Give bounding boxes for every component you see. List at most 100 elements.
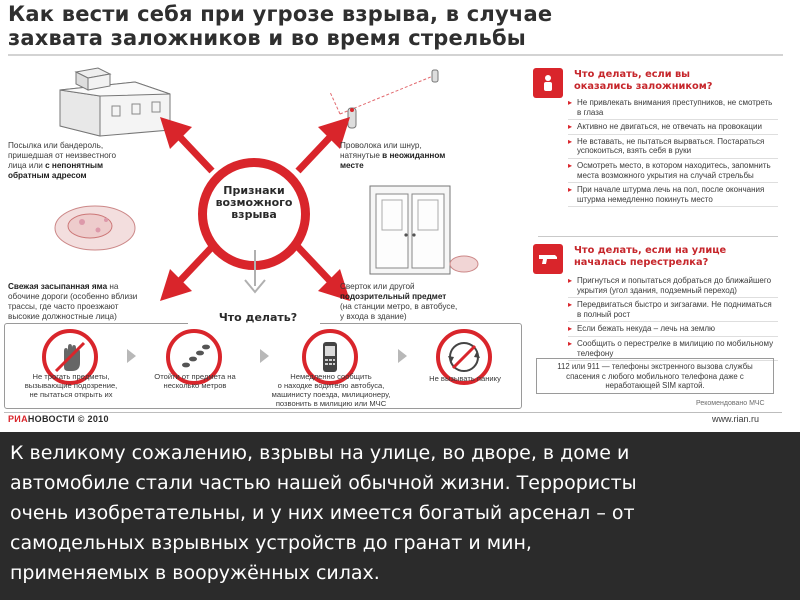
shooting-section-header: Что делать, если на улице началась перес… xyxy=(528,240,778,280)
caption-line: очень изобретательны, и у них имеется бо… xyxy=(10,502,635,524)
step-line: вызывающие подозрение, xyxy=(24,381,118,390)
dug-pit-icon xyxy=(54,205,136,251)
step-line: несколько метров xyxy=(163,381,227,390)
down-arrow-icon xyxy=(244,250,266,294)
list-item: При начале штурма лечь на пол, после око… xyxy=(568,185,778,208)
sign-line-text: лица или xyxy=(8,161,46,170)
title-line: захвата заложников и во время стрельбы xyxy=(8,26,526,50)
sign-line: обочине дороги (особенно вблизи xyxy=(8,292,138,301)
section-title-line: Что делать, если на улице xyxy=(574,245,727,256)
logo-ria: РИА xyxy=(8,414,28,424)
recommended-by-label: Рекомендовано МЧС xyxy=(696,400,765,407)
sign-line-text: натянутые xyxy=(340,151,383,160)
sign-pit-text: Свежая засыпанная яма на обочине дороги … xyxy=(8,282,193,322)
sign-line: Посылка или бандероль, xyxy=(8,141,104,150)
hub-arrows xyxy=(160,117,350,301)
hostage-figure-icon xyxy=(544,75,552,91)
sign-line: месте xyxy=(340,161,515,171)
sign-line: пришедшая от неизвестного xyxy=(8,151,116,160)
list-item: Осмотреть место, в котором находитесь, з… xyxy=(568,161,778,184)
list-item: Не привлекать внимания преступников, не … xyxy=(568,98,778,121)
sign-bold: в неожиданном xyxy=(382,151,446,160)
step-text: Отойти от предмета на несколько метров xyxy=(140,372,250,390)
hub-label-line: возможного xyxy=(215,196,293,209)
sign-line: трассы, где часто проезжают xyxy=(8,302,119,311)
step-text: Не трогать предметы, вызывающие подозрен… xyxy=(16,372,126,399)
sign-wire-text: Проволока или шнур, натянутые в неожидан… xyxy=(340,141,515,171)
hostage-section-header: Что делать, если вы оказались заложником… xyxy=(528,64,778,104)
caption-background xyxy=(0,432,800,600)
step-line: Немедленно сообщить xyxy=(290,372,372,381)
shooting-advice-list: Пригнуться и попытаться добраться до бли… xyxy=(568,276,778,363)
parcel-house-icon xyxy=(59,67,171,137)
step-line: Не вызывать панику xyxy=(429,374,501,383)
hub-label-line: Признаки xyxy=(223,184,285,197)
title-line: Как вести себя при угрозе взрыва, в случ… xyxy=(8,2,553,26)
hub-label: Признаки возможного взрыва xyxy=(205,185,303,221)
hub-label-line: взрыва xyxy=(231,208,277,221)
section-title-line: Что делать, если вы xyxy=(574,69,691,80)
caption-line: применяемых в вооружённых силах. xyxy=(10,562,380,584)
section-divider xyxy=(538,236,778,237)
sign-line: Свежая засыпанная яма на xyxy=(8,282,193,292)
sign-line: Сверток или другой xyxy=(340,282,415,291)
sign-bold: подозрительный предмет xyxy=(340,292,447,301)
sign-bold: обратным адресом xyxy=(8,171,87,180)
shooting-section-title: Что делать, если на улице началась перес… xyxy=(574,245,726,269)
mobile-phone-icon xyxy=(323,342,337,372)
sign-package-text: Сверток или другой подозрительный предме… xyxy=(340,282,520,322)
sign-bold: с непонятным xyxy=(45,161,104,170)
sign-line: у входа в здание) xyxy=(340,312,407,321)
step-line: Отойти от предмета на xyxy=(154,372,236,381)
footer-divider xyxy=(4,412,782,413)
sign-line: натянутые в неожиданном xyxy=(340,151,515,161)
sign-line: Проволока или шнур, xyxy=(340,141,422,150)
sign-line: высокие должностные лица) xyxy=(8,312,117,321)
list-item: Активно не двигаться, не отвечать на про… xyxy=(568,122,778,135)
caption-line: автомобиле стали частью нашей обычной жи… xyxy=(10,472,637,494)
gun-icon xyxy=(539,255,557,264)
what-to-do-label: Что делать? xyxy=(218,311,298,324)
hostage-section-title: Что делать, если вы оказались заложником… xyxy=(574,69,712,93)
sign-line: подозрительный предмет xyxy=(340,292,520,302)
section-title-line: началась перестрелка? xyxy=(574,257,709,268)
list-item: Пригнуться и попытаться добраться до бли… xyxy=(568,276,778,299)
caption-line: самодельных взрывных устройств до гранат… xyxy=(10,532,532,554)
step-line: Не трогать предметы, xyxy=(32,372,110,381)
caption-line: К великому сожалению, взрывы на улице, в… xyxy=(10,442,630,464)
title-divider xyxy=(8,54,783,56)
step-line: машинисту поезда, милиционеру, xyxy=(271,390,391,399)
step-text: Немедленно сообщить о находке водителю а… xyxy=(268,372,394,408)
infographic-image: Как вести себя при угрозе взрыва, в случ… xyxy=(0,0,800,432)
step-chevron-icon xyxy=(398,349,407,363)
slide-caption: К великому сожалению, взрывы на улице, в… xyxy=(10,438,790,588)
section-title-line: оказались заложником? xyxy=(574,81,713,92)
list-item: Не вставать, не пытаться вырваться. Пост… xyxy=(568,137,778,159)
sign-bold: Свежая засыпанная яма xyxy=(8,282,108,291)
sign-parcel-text: Посылка или бандероль, пришедшая от неиз… xyxy=(8,141,178,181)
advice-sidebar: Что делать, если вы оказались заложником… xyxy=(528,60,778,408)
sign-line: (на станции метро, в автобусе, xyxy=(340,302,458,311)
hand-prohibited-icon xyxy=(54,341,86,373)
step-chevron-icon xyxy=(260,349,269,363)
what-to-do-tab xyxy=(188,303,320,331)
step-text: Не вызывать панику xyxy=(410,374,520,383)
sign-bold: месте xyxy=(340,161,364,170)
source-website: www.rian.ru xyxy=(712,414,760,424)
list-item: Если бежать некуда – лечь на землю xyxy=(568,324,778,337)
sign-line-text: на xyxy=(107,282,119,291)
step-line: не пытаться открыть их xyxy=(29,390,113,399)
infographic-title: Как вести себя при угрозе взрыва, в случ… xyxy=(8,2,798,50)
list-item: Сообщить о перестрелке в милицию по моби… xyxy=(568,339,778,362)
walking-away-icon xyxy=(182,344,210,368)
logo-rest: НОВОСТИ © 2010 xyxy=(27,414,109,424)
hostage-advice-list: Не привлекать внимания преступников, не … xyxy=(568,98,778,209)
emergency-number-note: 112 или 911 — телефоны экстренного вызов… xyxy=(536,358,774,394)
list-item: Передвигаться быстро и зигзагами. Не под… xyxy=(568,300,778,323)
ria-novosti-logo: РИАНОВОСТИ © 2010 xyxy=(8,414,109,424)
no-panic-icon xyxy=(448,342,480,372)
sign-line: лица или с непонятным xyxy=(8,161,178,171)
step-line: позвонить в милицию или МЧС xyxy=(275,399,387,408)
step-line: о находке водителю автобуса, xyxy=(277,381,385,390)
